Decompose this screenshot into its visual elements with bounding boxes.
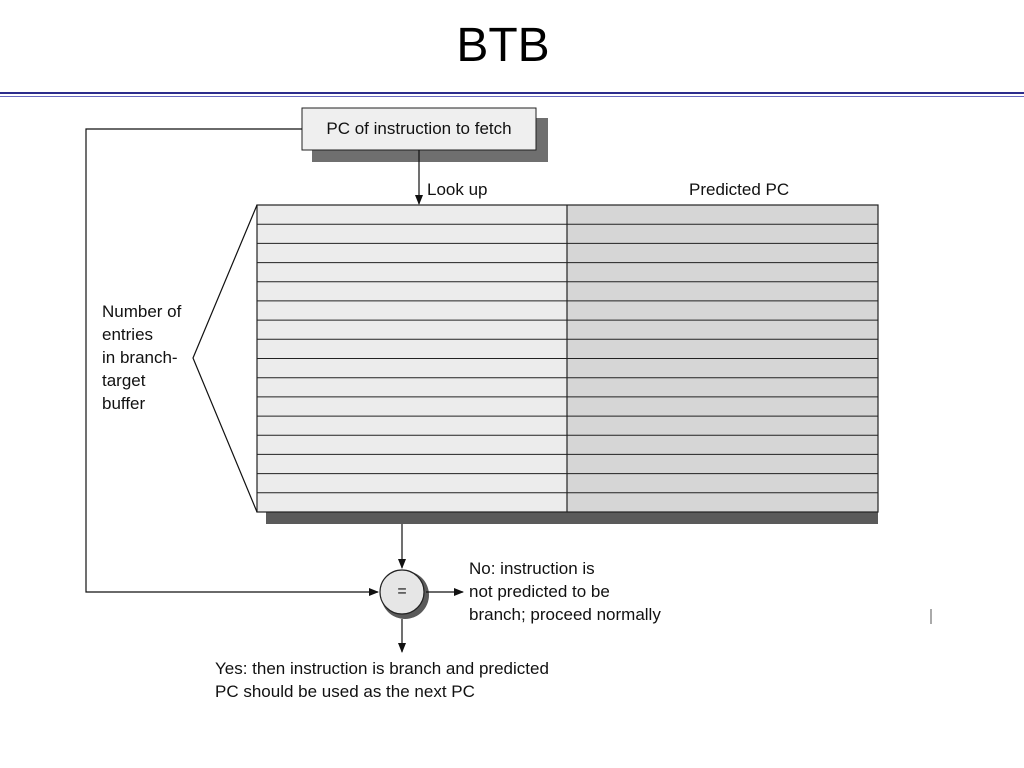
predicted-pc-label: Predicted PC: [689, 180, 790, 199]
fetch-box: [301, 107, 537, 151]
entries-bracket: [192, 204, 258, 513]
feedback-loop-arrow: [85, 128, 379, 596]
compare-symbol: =: [397, 583, 407, 600]
entries-label: Number of entries in branch- target buff…: [102, 302, 182, 413]
comparator-circle: [379, 569, 425, 615]
slide-title: BTB: [456, 19, 550, 72]
title-divider: [0, 92, 1024, 94]
no-branch-label: No: instruction is not predicted to be b…: [469, 559, 661, 624]
yes-branch-label: Yes: then instruction is branch and pred…: [215, 659, 549, 701]
title-divider-thin: [0, 96, 1024, 97]
lookup-label: Look up: [427, 180, 488, 199]
fetch-box-label: PC of instruction to fetch: [326, 119, 512, 138]
